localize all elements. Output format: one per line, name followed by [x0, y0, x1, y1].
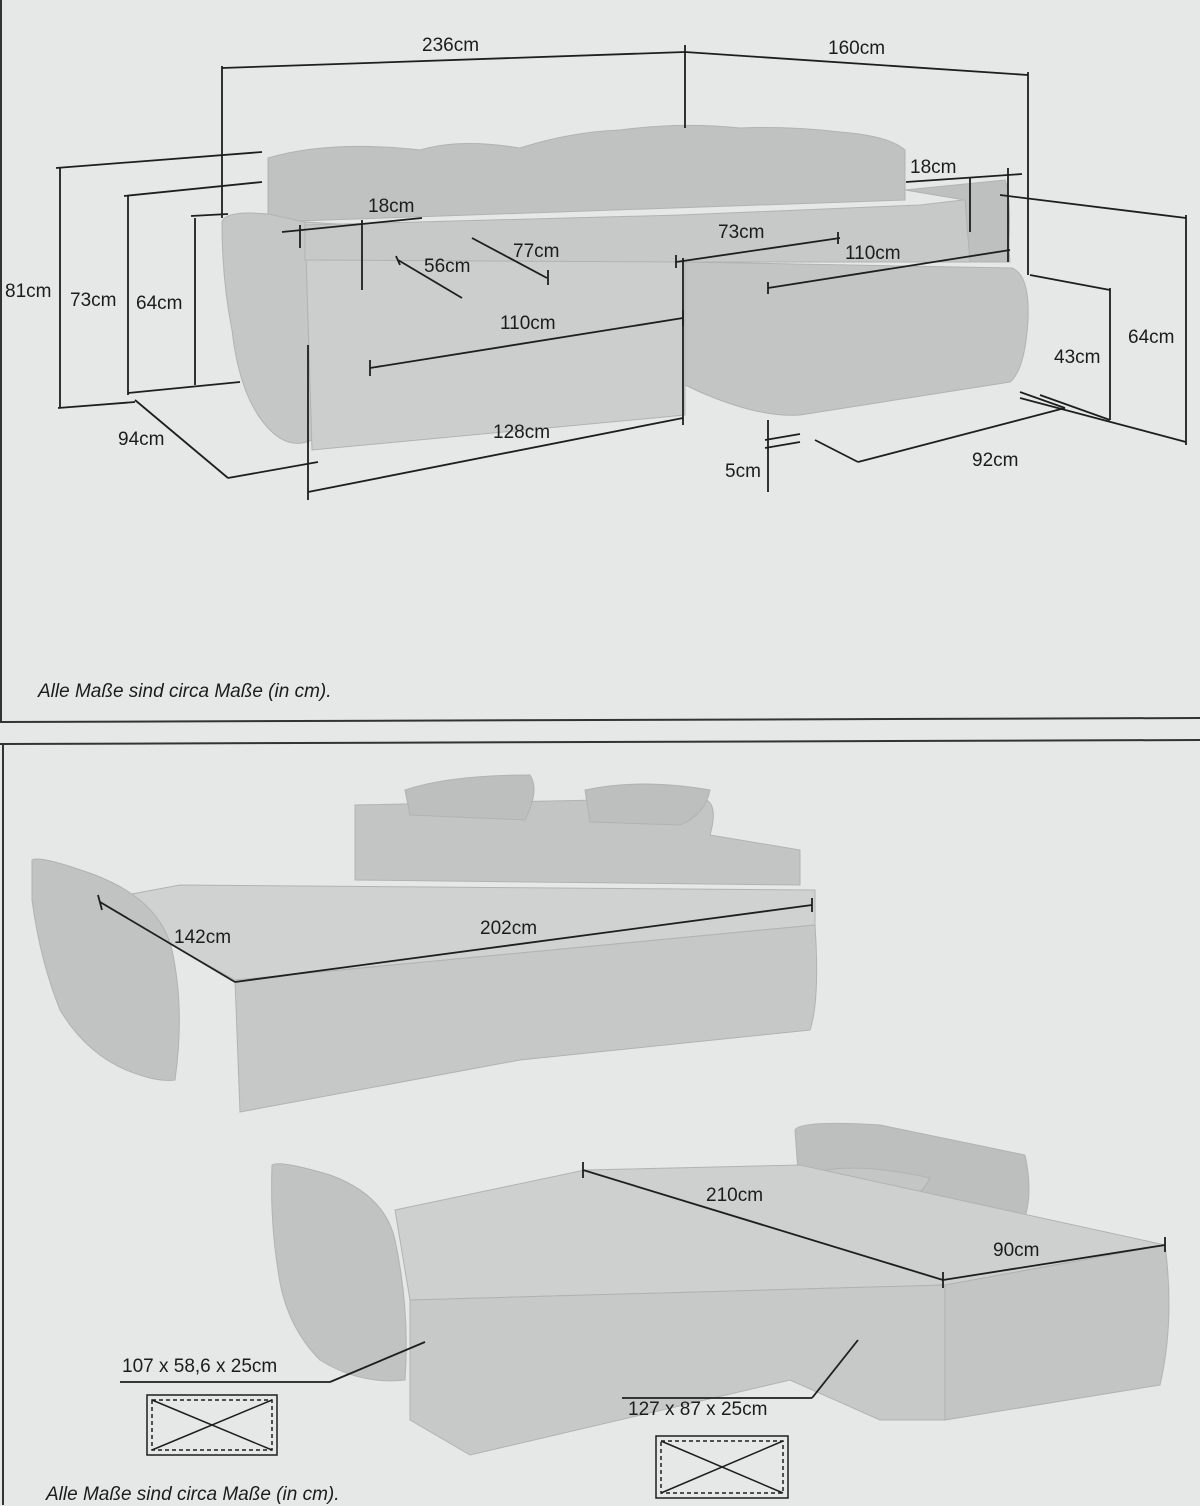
- dim-base-length: 128cm: [493, 422, 551, 443]
- storage-box-icon-large: [655, 1435, 789, 1499]
- dim-arm-width-left: 18cm: [368, 196, 415, 217]
- dim-cushion-depth: 56cm: [424, 256, 471, 277]
- storage-box-icon-small: [146, 1394, 278, 1456]
- dimension-lines-top: [55, 45, 1187, 500]
- dim-height-arm: 64cm: [136, 293, 183, 314]
- dim-cushion-width: 77cm: [513, 241, 560, 262]
- dim-chaise-arm-height: 64cm: [1128, 327, 1175, 348]
- dim-storage-small: 107 x 58,6 x 25cm: [122, 1356, 278, 1377]
- dim-seat-height: 43cm: [1054, 347, 1101, 368]
- dim-bed-length: 202cm: [480, 918, 538, 939]
- dim-chaise-bed-width: 90cm: [993, 1240, 1040, 1261]
- dim-storage-large: 127 x 87 x 25cm: [628, 1399, 768, 1420]
- approx-dimensions-note-bottom: Alle Maße sind circa Maße (in cm).: [46, 1484, 340, 1505]
- dim-height-back: 73cm: [70, 290, 117, 311]
- chaise-bed-open: [271, 1122, 1170, 1456]
- dim-chaise-arm-width: 18cm: [910, 157, 957, 178]
- sofa-bed-open: [31, 774, 818, 1113]
- dimension-lines-chaise-bed: [120, 1162, 1166, 1399]
- dimension-lines-bed-open: [97, 894, 813, 983]
- dim-height-total: 81cm: [5, 281, 52, 302]
- approx-dimensions-note: Alle Maße sind circa Maße (in cm).: [38, 681, 332, 702]
- dim-bed-depth: 142cm: [174, 927, 232, 948]
- corner-sofa: [221, 124, 1029, 451]
- dim-leg-height: 5cm: [725, 461, 761, 482]
- dim-chaise-bed-length: 210cm: [706, 1185, 764, 1206]
- dim-seat-width: 110cm: [500, 313, 556, 334]
- dim-chaise-seat-depth: 73cm: [718, 222, 765, 243]
- dim-chaise-depth: 92cm: [972, 450, 1019, 471]
- dim-depth: 94cm: [118, 429, 165, 450]
- dim-chaise-length: 110cm: [845, 243, 901, 264]
- dim-chaise-width: 160cm: [828, 38, 886, 59]
- dim-total-width: 236cm: [422, 35, 480, 56]
